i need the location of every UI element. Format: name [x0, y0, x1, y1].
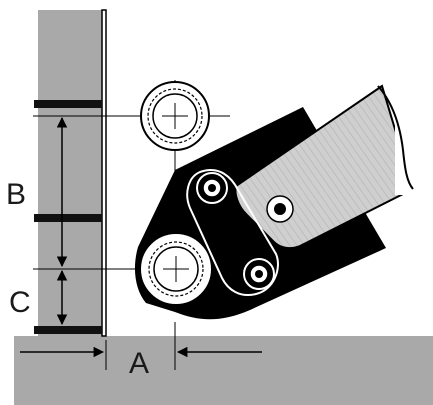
band-bottom: [34, 326, 102, 334]
label-c: C: [9, 286, 31, 319]
lower-pivot-center: [255, 270, 263, 278]
lower-circle-dashed: [148, 241, 204, 297]
handle-pivot-inner: [274, 203, 286, 215]
handle-end-cut: [395, 20, 433, 195]
upper-circle-dashed: [147, 88, 203, 144]
label-b: B: [6, 178, 26, 211]
band-top: [34, 100, 102, 108]
upper-pivot-center: [208, 184, 216, 192]
label-a: A: [129, 347, 149, 380]
vertical-wall: [38, 10, 102, 336]
tool-handle: [234, 84, 415, 250]
wall-edge: [101, 9, 107, 337]
floor-slab: [14, 336, 433, 405]
linkage-plate: [186, 169, 279, 296]
band-middle: [34, 214, 102, 222]
handle-break-line: [377, 85, 414, 190]
